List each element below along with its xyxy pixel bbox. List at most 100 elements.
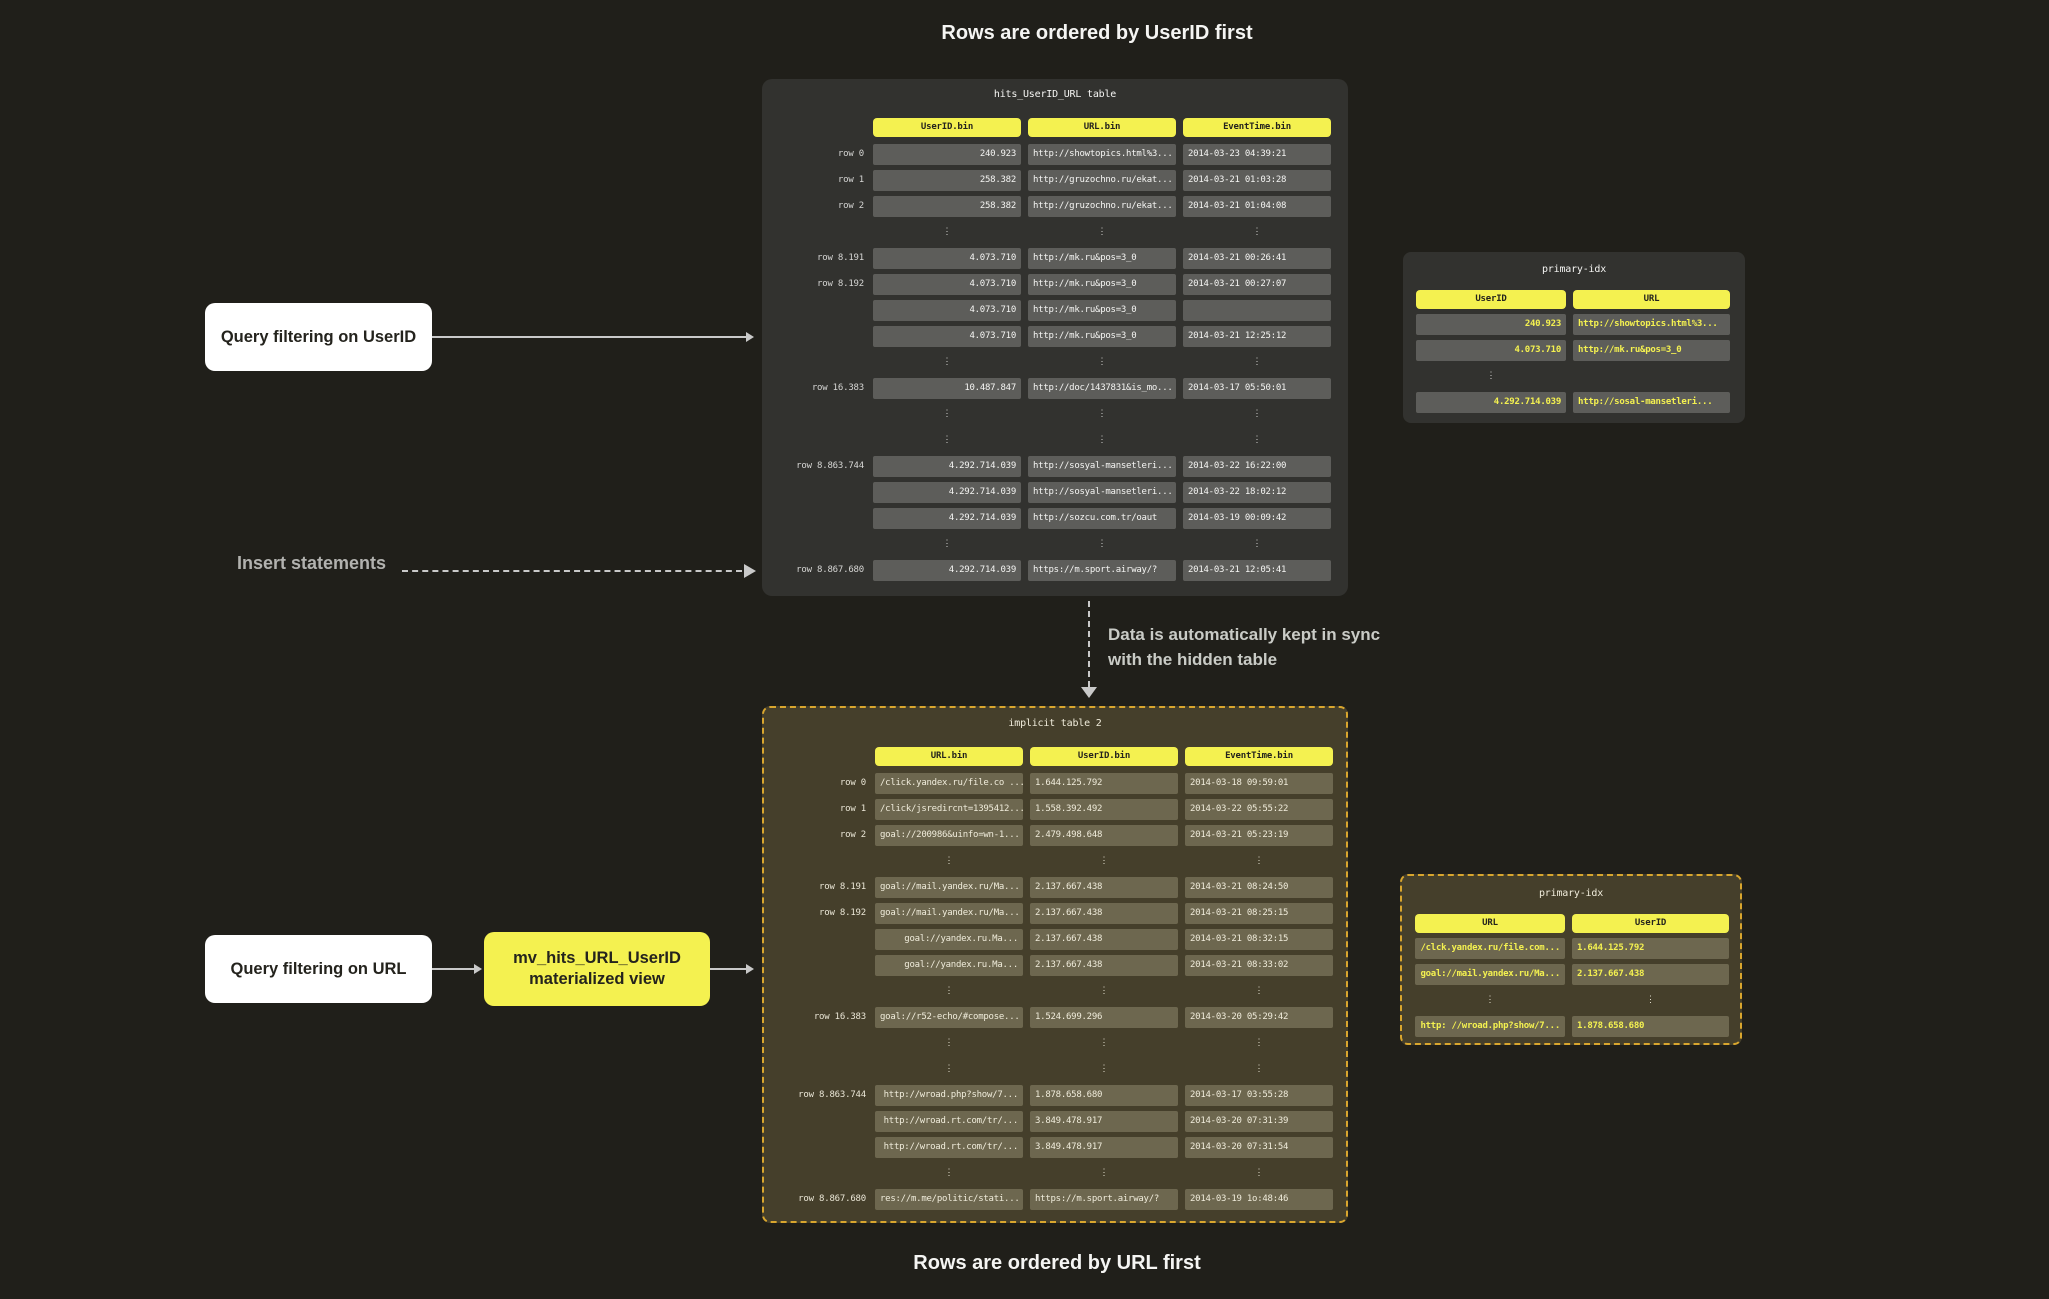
- column-header: EventTime.bin: [1183, 118, 1331, 137]
- ellipsis: ⋮: [1097, 409, 1107, 419]
- row-label: row 16.383: [811, 383, 864, 393]
- row-label: row 8.863.744: [796, 461, 864, 471]
- column-header: UserID: [1572, 914, 1729, 933]
- column-header: UserID: [1416, 290, 1566, 309]
- ellipsis: ⋮: [944, 1168, 954, 1178]
- table-cell: 240.923: [873, 144, 1021, 165]
- table-cell: goal://yandex.ru.Ma...: [875, 955, 1023, 976]
- row-label: row 8.192: [819, 908, 866, 918]
- query-url-label: Query filtering on URL: [230, 959, 407, 978]
- row-label: row 1: [837, 175, 864, 185]
- table-cell: 4.073.710: [873, 300, 1021, 321]
- table-cell: http://wroad.rt.com/tr/...: [875, 1111, 1023, 1132]
- row-label: row 8.867.680: [798, 1194, 866, 1204]
- table-row: ⋮⋮⋮: [764, 981, 1346, 1002]
- table-cell: goal://200986&uinfo=wn-1...: [875, 825, 1023, 846]
- table-cell: 2014-03-21 00:26:41: [1183, 248, 1331, 269]
- bottom-caption: Rows are ordered by URL first: [913, 1252, 1201, 1274]
- mv-arrowhead-icon: [746, 964, 754, 974]
- ellipsis: ⋮: [1252, 435, 1262, 445]
- table-cell: http://mk.ru&pos=3_0: [1028, 248, 1176, 269]
- table-cell: 4.292.714.039: [873, 508, 1021, 529]
- table-cell: 1.878.658.680: [1572, 1016, 1729, 1037]
- ellipsis: [1573, 366, 1730, 387]
- table-row: ⋮⋮⋮: [764, 1033, 1346, 1054]
- ellipsis: ⋮: [1252, 357, 1262, 367]
- table-row: row 8.867.680 4.292.714.039 https://m.spor…: [762, 560, 1348, 581]
- row-label: [768, 1111, 868, 1132]
- table-cell: 2014-03-21 12:25:12: [1183, 326, 1331, 347]
- table-cell: http://sozcu.com.tr/oaut: [1028, 508, 1176, 529]
- row-label: row 8.191: [817, 253, 864, 263]
- primary-idx-bottom-title: primary-idx: [1538, 888, 1604, 899]
- row-label: row 1: [839, 804, 866, 814]
- table-cell: http: //wroad.php?show/7...: [1415, 1016, 1565, 1037]
- query-url-box: Query filtering on URL: [205, 935, 432, 1003]
- query-url-arrow-line: [432, 968, 474, 970]
- implicit-table-title: implicit table 2: [1008, 718, 1102, 729]
- ellipsis: ⋮: [1486, 371, 1496, 381]
- table-cell: 2014-03-21 01:04:08: [1183, 196, 1331, 217]
- table-cell: http://showtopics.html%3...: [1573, 314, 1730, 335]
- table-cell: 2.137.667.438: [1030, 903, 1178, 924]
- table-cell: 240.923: [1416, 314, 1566, 335]
- table-cell: 2014-03-21 08:24:50: [1185, 877, 1333, 898]
- table-row: ⋮⋮⋮: [762, 534, 1348, 555]
- table-cell: 4.292.714.039: [1416, 392, 1566, 413]
- ellipsis: ⋮: [942, 409, 952, 419]
- insert-statements-label: Insert statements: [237, 553, 387, 573]
- row-label: row 0: [839, 778, 866, 788]
- table-cell: http://wroad.php?show/7...: [875, 1085, 1023, 1106]
- table-cell: 2014-03-21 01:03:28: [1183, 170, 1331, 191]
- table-cell: 2014-03-22 16:22:00: [1183, 456, 1331, 477]
- row-label: row 8.867.680: [796, 565, 864, 575]
- table-cell: http://sosyal-mansetleri...: [1028, 456, 1176, 477]
- table-cell: http://mk.ru&pos=3_0: [1028, 300, 1176, 321]
- table-cell: 4.073.710: [873, 274, 1021, 295]
- table-cell: 4.292.714.039: [873, 560, 1021, 581]
- table-cell: 2014-03-18 09:59:01: [1185, 773, 1333, 794]
- table-row: ⋮⋮⋮: [764, 1163, 1346, 1184]
- row-label: row 8.863.744: [798, 1090, 866, 1100]
- table-cell: 1.644.125.792: [1030, 773, 1178, 794]
- table-cell: https://m.sport.airway/?: [1028, 560, 1176, 581]
- ellipsis: ⋮: [1097, 227, 1107, 237]
- sync-note-line1: Data is automatically kept in sync: [1108, 625, 1381, 644]
- table-cell: 2014-03-20 07:31:54: [1185, 1137, 1333, 1158]
- table-cell: https://m.sport.airway/?: [1030, 1189, 1178, 1210]
- row-label: row 8.192: [817, 279, 864, 289]
- table-cell: 4.073.710: [1416, 340, 1566, 361]
- sync-note: Data is automatically kept in sync with …: [1108, 622, 1380, 672]
- table-row: /clck.yandex.ru/file.com...1.644.125.792: [1415, 938, 1729, 959]
- row-label: [768, 1059, 868, 1080]
- table-cell: goal://mail.yandex.ru/Ma...: [875, 877, 1023, 898]
- table-cell: [1183, 300, 1331, 321]
- ellipsis: ⋮: [944, 986, 954, 996]
- table-cell: /click.yandex.ru/file.co ...: [875, 773, 1023, 794]
- table-cell: 2014-03-22 05:55:22: [1185, 799, 1333, 820]
- row-label: [766, 352, 866, 373]
- table-row: ⋮⋮⋮: [764, 851, 1346, 872]
- table-cell: 2014-03-21 08:25:15: [1185, 903, 1333, 924]
- hits-table-title: hits_UserID_URL table: [993, 89, 1117, 100]
- row-label: row 2: [837, 201, 864, 211]
- table-row: ⋮: [1416, 366, 1732, 387]
- sync-arrowhead-icon: [1081, 687, 1097, 698]
